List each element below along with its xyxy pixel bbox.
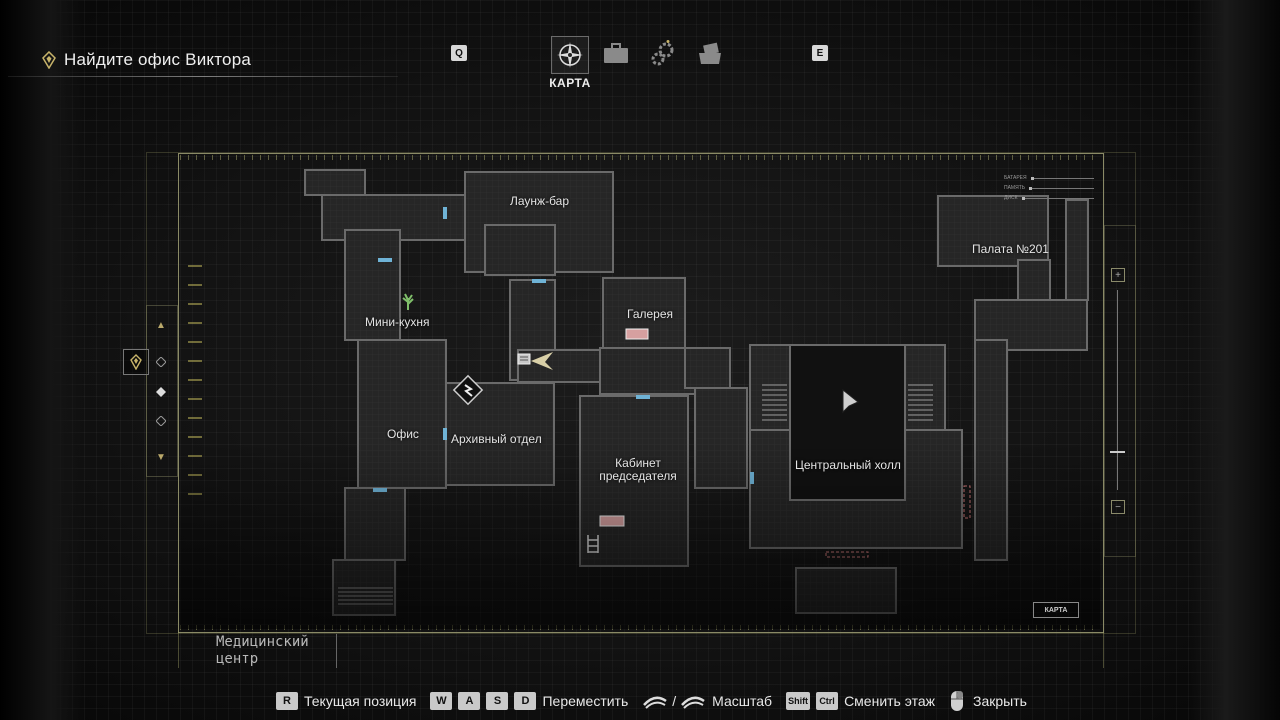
map-frame	[178, 153, 1104, 633]
objective-text: Найдите офис Виктора	[64, 50, 251, 69]
player-floor-icon	[130, 354, 142, 370]
key-w[interactable]: W	[430, 692, 453, 710]
zoom-slider-thumb[interactable]	[1110, 451, 1125, 453]
hint-change-floor: Сменить этаж	[844, 693, 935, 709]
floor-selector	[146, 305, 178, 477]
tab-upgrades[interactable]	[645, 36, 681, 72]
hint-current-position: Текущая позиция	[304, 693, 417, 709]
objective: Найдите офис Виктора	[42, 50, 251, 70]
floor-diamond-icon	[156, 357, 166, 367]
tab-next-key[interactable]: E	[812, 45, 828, 61]
hint-close: Закрыть	[972, 693, 1027, 709]
key-r[interactable]: R	[276, 692, 298, 710]
key-shift[interactable]: Shift	[786, 692, 811, 710]
tab-files[interactable]	[692, 36, 728, 72]
left-edge-shadow	[0, 0, 85, 720]
map-tag: КАРТА	[1033, 602, 1079, 618]
area-name: Медицинский центр	[216, 634, 309, 667]
floor-1-button[interactable]	[155, 415, 167, 427]
room-label-gallery: Галерея	[627, 307, 674, 321]
tab-prev-key[interactable]: Q	[451, 45, 467, 61]
key-a[interactable]: A	[458, 692, 481, 710]
hint-move: Переместить	[542, 693, 629, 709]
floor-3-button[interactable]	[155, 356, 167, 368]
gears-icon	[651, 40, 674, 66]
objective-diamond-icon	[42, 51, 56, 69]
zoom-panel	[1104, 225, 1136, 557]
map-edge-fade	[180, 155, 1100, 629]
scroll-wheel-icon[interactable]	[642, 691, 668, 711]
compass-icon	[557, 42, 583, 68]
status-label: ДИСК	[1004, 195, 1018, 201]
hint-zoom: Масштаб	[712, 693, 773, 709]
right-edge-shadow	[1190, 0, 1280, 720]
area-name-divider	[336, 634, 337, 668]
status-label: БАТАРЕЯ	[1004, 175, 1027, 181]
active-tab-label: КАРТА	[549, 76, 591, 90]
room-label-hall: Центральный холл	[795, 458, 901, 472]
zoom-slider[interactable]	[1117, 290, 1118, 490]
scroll-wheel-icon[interactable]	[680, 691, 706, 711]
room-label-kitchen: Мини-кухня	[365, 315, 430, 329]
room-label-office: Офис	[387, 427, 419, 441]
floor-down-button[interactable]: ▼	[156, 451, 166, 463]
status-label: ПАМЯТЬ	[1004, 185, 1026, 191]
room-label-archive: Архивный отдел	[451, 432, 542, 446]
tab-inventory[interactable]	[598, 36, 634, 72]
status-widget: БАТАРЕЯ ПАМЯТЬ ДИСК	[1004, 173, 1094, 203]
key-s[interactable]: S	[486, 692, 509, 710]
room-label-chairman: Кабинет председателя	[599, 456, 677, 483]
room-label-ward: Палата №201	[972, 242, 1049, 256]
floor-diamond-icon	[156, 416, 166, 426]
files-icon	[699, 42, 721, 64]
room-label-lounge: Лаунж-бар	[510, 194, 570, 208]
tab-map[interactable]	[551, 36, 589, 74]
floor-diamond-icon	[156, 387, 166, 397]
map-frame-footer	[178, 632, 1104, 668]
mouse-icon[interactable]	[949, 689, 965, 713]
briefcase-icon	[604, 43, 628, 63]
key-ctrl[interactable]: Ctrl	[816, 692, 839, 710]
floor-2-button[interactable]	[155, 386, 167, 398]
map-frame-outer	[146, 152, 1136, 634]
zoom-in-button[interactable]: +	[1111, 268, 1125, 282]
objective-underline	[8, 76, 398, 77]
control-hints: R Текущая позиция W A S D Переместить / …	[276, 690, 1041, 712]
current-floor-marker	[123, 349, 149, 375]
hint-separator: /	[672, 693, 677, 709]
zoom-out-button[interactable]: −	[1111, 500, 1125, 514]
key-d[interactable]: D	[514, 692, 537, 710]
floor-up-button[interactable]: ▲	[156, 319, 166, 331]
